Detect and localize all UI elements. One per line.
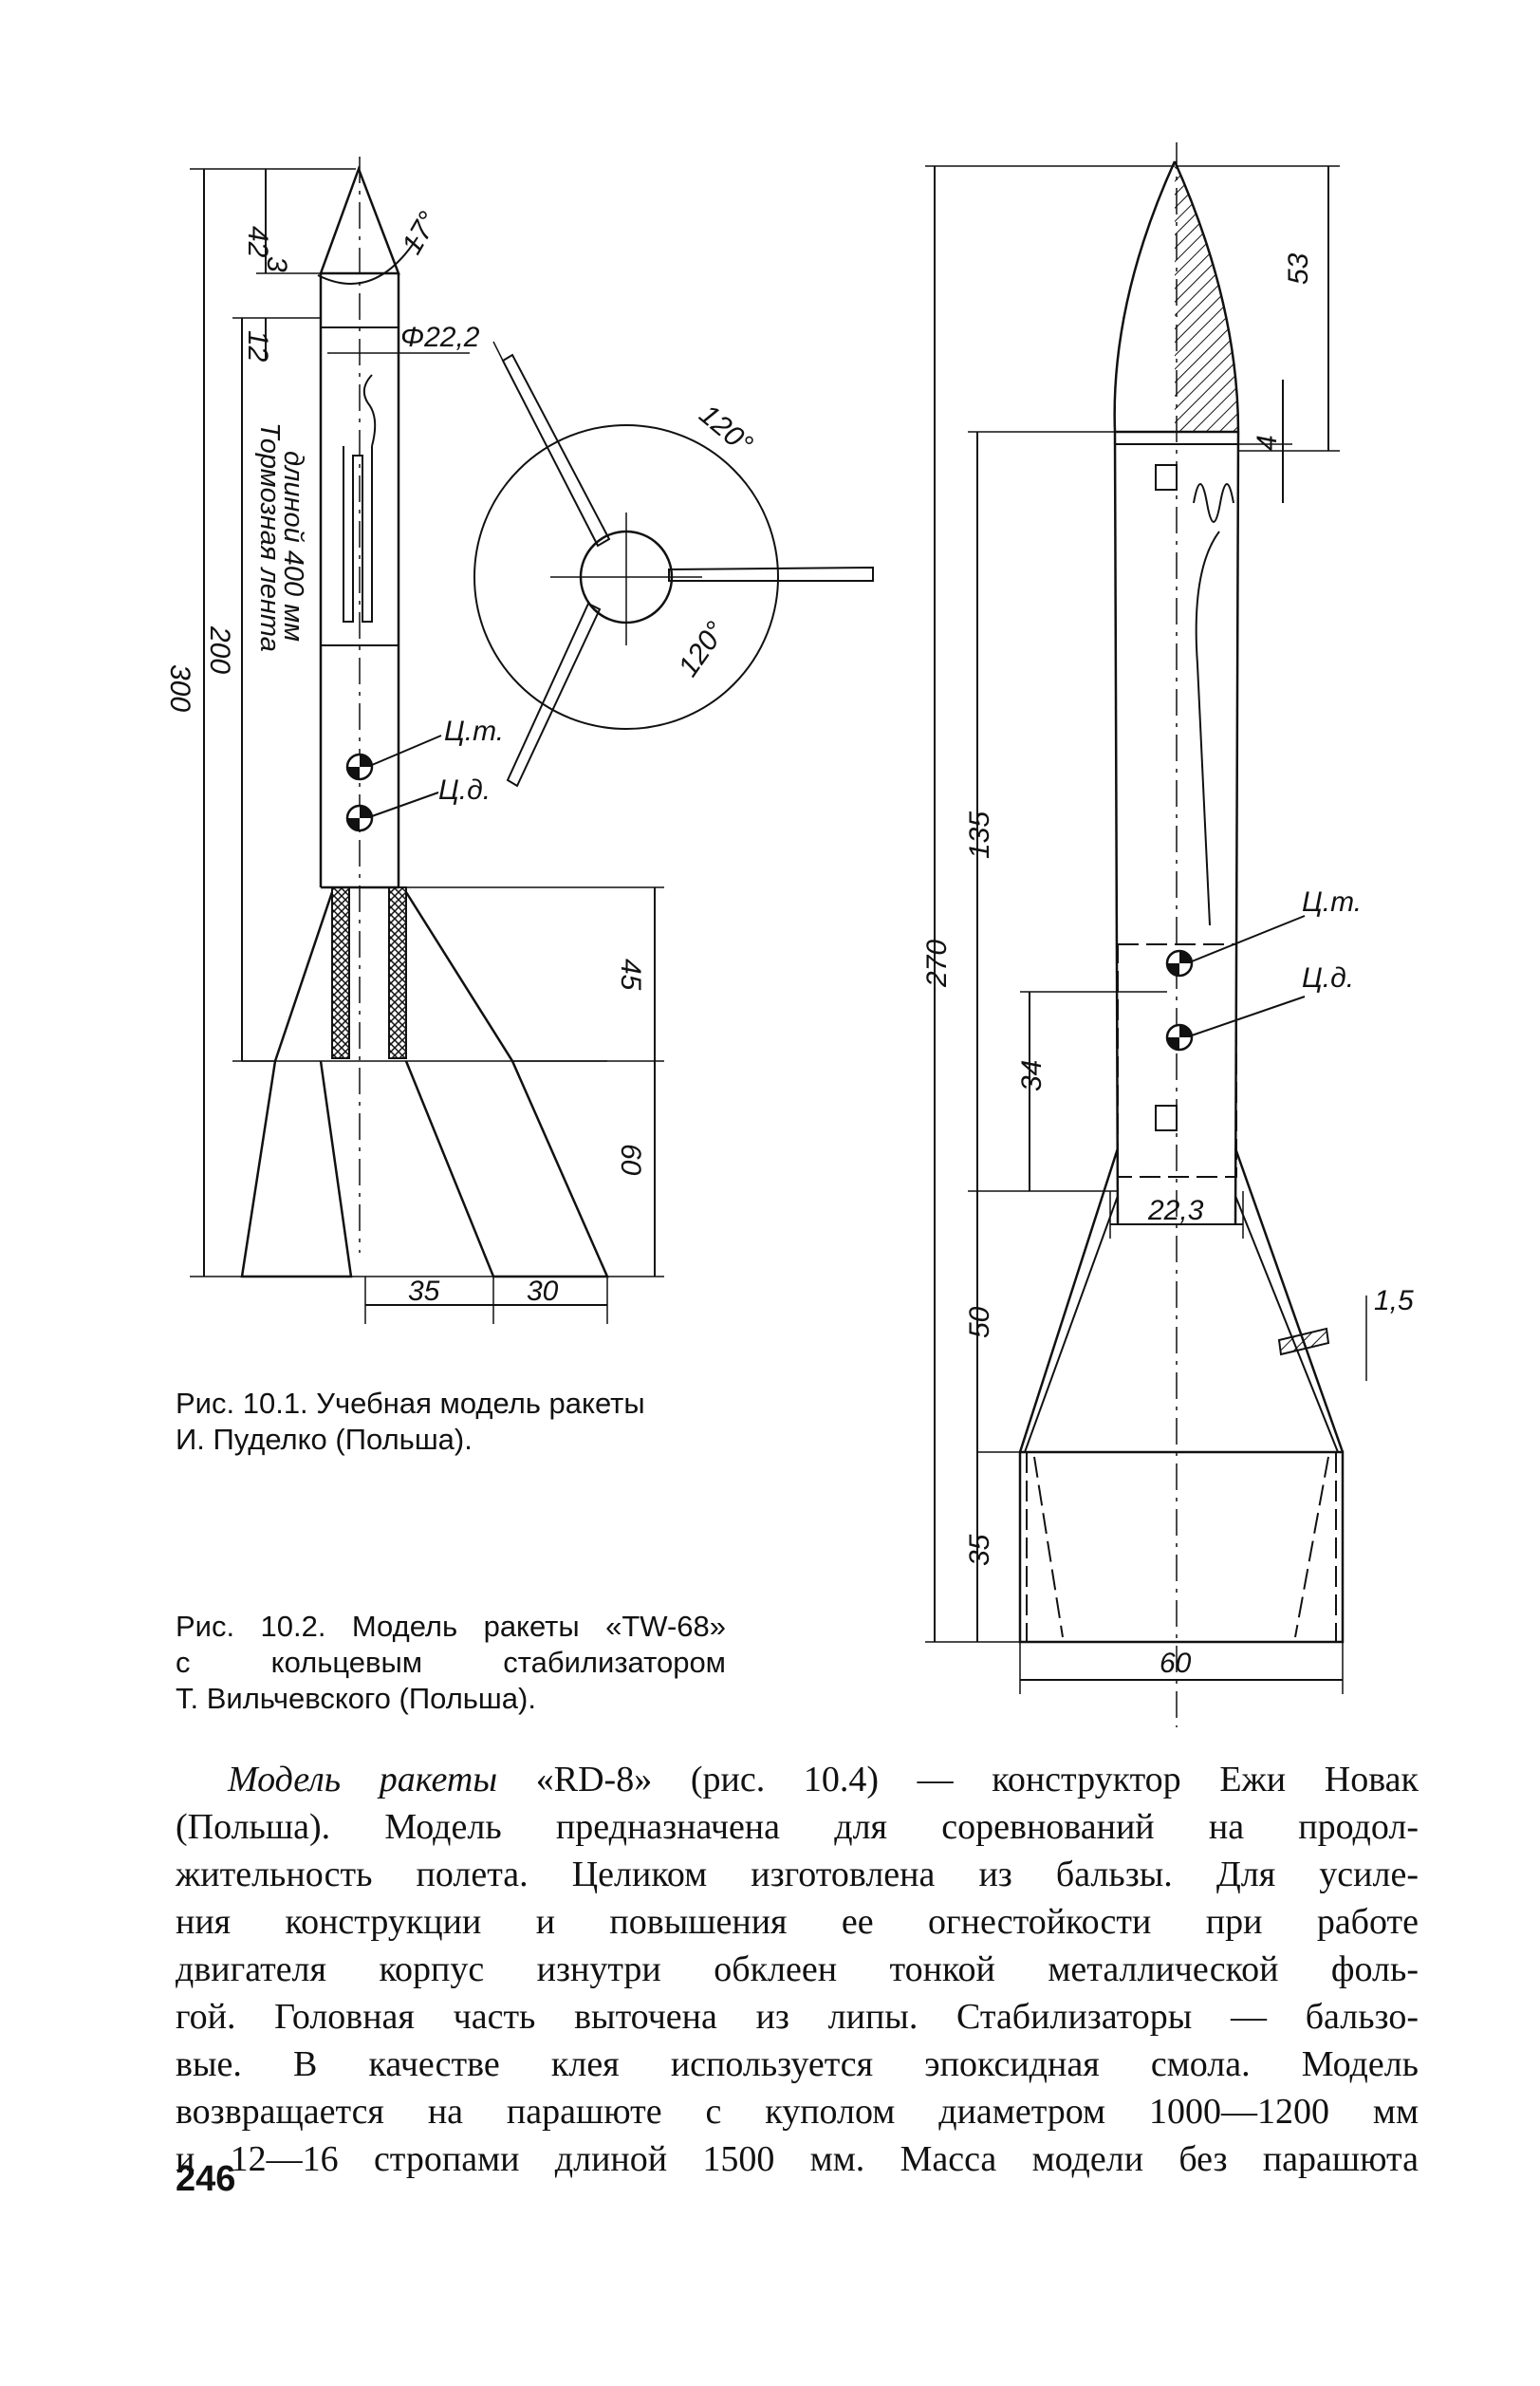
dim-12: 12: [242, 330, 273, 363]
cg-label: Ц.т.: [444, 716, 504, 747]
body-line-6: гой. Головная часть выточена из липы. Ст…: [176, 1997, 1419, 2037]
fin-angle-label-1: 120°: [694, 399, 759, 460]
body-line-1-rest: «RD-8» (рис. 10.4) — конструктор Ежи Нов…: [497, 1760, 1419, 1799]
dim-53: 53: [1283, 252, 1314, 285]
dim-22-3: 22,3: [1147, 1195, 1204, 1226]
tape-label-line2: длиной 400 мм: [278, 451, 308, 642]
dim-30: 30: [527, 1276, 559, 1307]
cp-label: Ц.д.: [438, 774, 491, 806]
dim-60: 60: [615, 1144, 646, 1176]
cp-label: Ц.д.: [1302, 962, 1354, 994]
nose-angle-label: 17°: [396, 207, 444, 260]
body-line-4: ния конструкции и повышения ее огнестойк…: [176, 1902, 1419, 1942]
cg-label: Ц.т.: [1302, 886, 1362, 918]
dim-200: 200: [204, 625, 235, 674]
dim-135: 135: [964, 811, 995, 859]
dim-3: 3: [261, 256, 292, 272]
caption-1-line2: И. Пуделко (Польша).: [176, 1423, 473, 1456]
body-lead: Модель ракеты: [228, 1760, 498, 1799]
dim-270: 270: [921, 940, 953, 988]
figure-1-caption: Рис. 10.1. Учебная модель ракеты И. Пуде…: [176, 1386, 726, 1458]
body-line-5: двигателя корпус изнутри обклеен тонкой …: [176, 1949, 1419, 1989]
diameter-label: Φ22,2: [400, 322, 480, 353]
caption-2-line1: Рис. 10.2. Модель ракеты «TW-68»: [176, 1610, 726, 1643]
body-line-7: вые. В качестве клея используется эпокси…: [176, 2044, 1419, 2084]
dim-45: 45: [615, 959, 646, 991]
body-line-3: жительность полета. Целиком изготовлена …: [176, 1855, 1419, 1894]
figure-2-rocket-drawing: [925, 142, 1367, 1727]
body-line-8: возвращается на парашюте с куполом диаме…: [176, 2092, 1419, 2132]
caption-1-line1: Рис. 10.1. Учебная модель ракеты: [176, 1387, 645, 1420]
dim-1-5: 1,5: [1374, 1285, 1414, 1316]
dim-4: 4: [1252, 435, 1283, 451]
caption-2-line2: с кольцевым стабилизатором: [176, 1646, 726, 1679]
page-number: 246: [176, 2159, 236, 2199]
body-paragraph: Модель ракеты «RD-8» (рис. 10.4) — конст…: [176, 1756, 1419, 2183]
dim-300: 300: [164, 664, 195, 712]
dim-42: 42: [242, 226, 273, 258]
body-line-2: (Польша). Модель предназначена для сорев…: [176, 1807, 1419, 1847]
fin-angle-label-2: 120°: [673, 616, 733, 682]
figure-1-rocket-drawing: [190, 157, 664, 1324]
dim-50: 50: [964, 1306, 995, 1338]
figure-1-section-view: [473, 341, 874, 788]
tape-label-line1: Тормозная лента: [254, 422, 285, 652]
figure-2-caption: Рис. 10.2. Модель ракеты «TW-68» с кольц…: [176, 1609, 726, 1717]
dim-35: 35: [964, 1534, 995, 1566]
dim-60: 60: [1160, 1648, 1192, 1679]
figure-2-labels: 53 4 270 135 34 50 35 22,3 1,5 60 Ц.т. Ц…: [921, 252, 1414, 1679]
body-line-9: и 12—16 стропами длиной 1500 мм. Масса м…: [176, 2139, 1419, 2179]
caption-2-line3: Т. Вильчевского (Польша).: [176, 1682, 536, 1715]
figure-1-labels: 42 3 12 300 200 45 60 35 30 Φ22,2 17° То…: [164, 207, 758, 1307]
dim-34: 34: [1016, 1060, 1048, 1091]
dim-35: 35: [408, 1276, 440, 1307]
body-line-1: Модель ракеты «RD-8» (рис. 10.4) — конст…: [176, 1756, 1419, 1803]
